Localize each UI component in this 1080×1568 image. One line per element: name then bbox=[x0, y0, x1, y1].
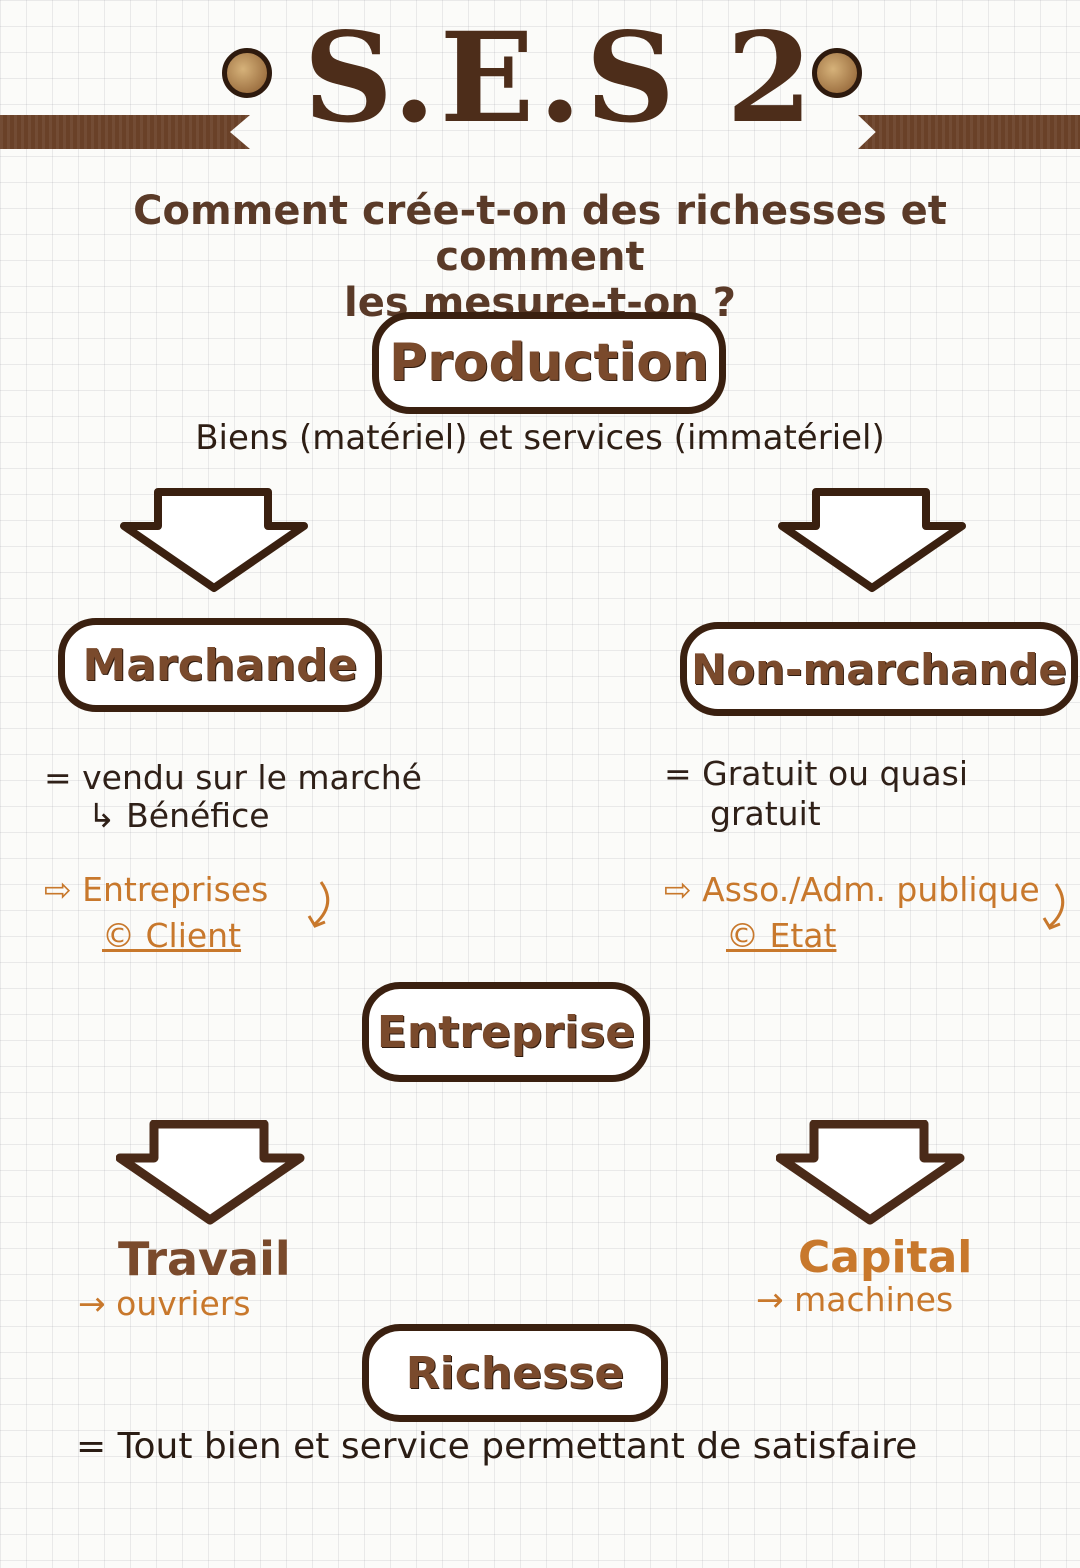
curved-arrow-icon bbox=[307, 881, 330, 928]
production-description: Biens (matériel) et services (immatériel… bbox=[195, 418, 885, 458]
marchande-sub: ↳ Bénéfice bbox=[88, 796, 270, 835]
marchande-definition: = vendu sur le marché bbox=[44, 758, 422, 797]
down-arrow-icon bbox=[776, 1120, 965, 1225]
production-cloud: Production bbox=[372, 312, 726, 414]
marchande-label: Marchande bbox=[82, 639, 358, 691]
non-marchande-definition-1: = Gratuit ou quasi bbox=[664, 754, 968, 793]
subtitle-question: Comment crée-t-on des richesses et comme… bbox=[40, 188, 1040, 326]
down-arrow-icon bbox=[116, 1120, 305, 1225]
marchande-cloud: Marchande bbox=[58, 618, 382, 712]
entreprise-label: Entreprise bbox=[376, 1006, 636, 1058]
richesse-definition: = Tout bien et service permettant de sat… bbox=[76, 1426, 918, 1467]
richesse-label: Richesse bbox=[405, 1347, 625, 1399]
marchande-payer: © Client bbox=[102, 916, 242, 955]
travail-label: Travail bbox=[118, 1232, 291, 1286]
page-title: S.E.S 2 bbox=[303, 6, 817, 151]
banner-left-dot bbox=[222, 48, 272, 98]
capital-label: Capital bbox=[798, 1232, 973, 1283]
question-line-1: Comment crée-t-on des richesses et comme… bbox=[133, 188, 947, 280]
non-marchande-payer: © Etat bbox=[726, 916, 837, 955]
non-marchande-actor: ⇨ Asso./Adm. publique bbox=[664, 870, 1040, 909]
production-label: Production bbox=[389, 333, 709, 393]
entreprise-cloud: Entreprise bbox=[362, 982, 650, 1082]
richesse-cloud: Richesse bbox=[362, 1324, 668, 1422]
travail-detail: → ouvriers bbox=[78, 1284, 251, 1323]
curved-arrow-icon bbox=[1042, 883, 1065, 930]
down-arrow-icon bbox=[778, 488, 966, 592]
banner-right-bar bbox=[858, 115, 1080, 149]
capital-detail: → machines bbox=[756, 1280, 954, 1319]
non-marchande-definition-2: gratuit bbox=[710, 794, 821, 833]
non-marchande-cloud: Non-marchande bbox=[680, 622, 1078, 716]
banner-right-dot bbox=[812, 48, 862, 98]
down-arrow-icon bbox=[120, 488, 308, 592]
marchande-actor: ⇨ Entreprises bbox=[44, 870, 269, 909]
non-marchande-label: Non-marchande bbox=[691, 644, 1067, 694]
banner-left-bar bbox=[0, 115, 250, 149]
